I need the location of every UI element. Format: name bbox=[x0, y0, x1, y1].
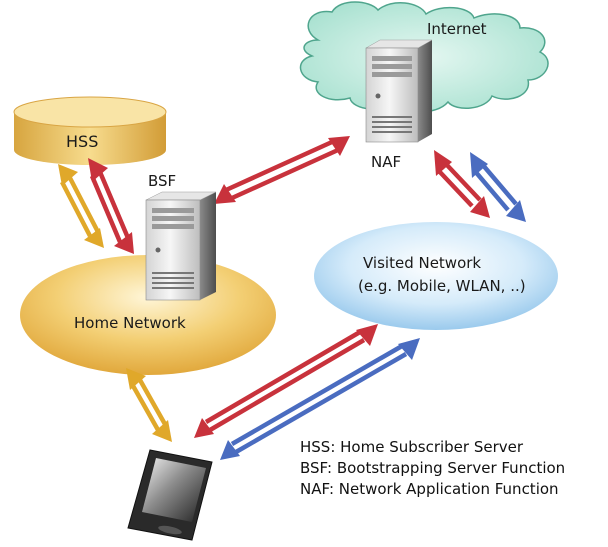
head-hss-red-up bbox=[88, 158, 108, 182]
arrow-naf-visited-blue bbox=[472, 162, 518, 212]
naf-label: NAF bbox=[371, 153, 402, 171]
head-visited-blue-down bbox=[506, 200, 526, 222]
abbreviation-legend: HSS: Home Subscriber Server BSF: Bootstr… bbox=[300, 437, 565, 500]
home-network-label: Home Network bbox=[74, 314, 186, 332]
arrow-naf-visited-red bbox=[436, 162, 482, 208]
hss-database-icon bbox=[13, 96, 167, 165]
arrow-hss-home-gold bbox=[60, 176, 100, 238]
internet-label: Internet bbox=[427, 20, 487, 38]
head-naf-red-right bbox=[328, 136, 350, 156]
bsf-server-icon bbox=[145, 191, 217, 301]
arrow-visited-phone-red bbox=[204, 330, 366, 432]
head-hss-red-down bbox=[114, 232, 134, 254]
arrow-hss-bsf-red bbox=[89, 171, 131, 243]
head-hss-gold-down bbox=[84, 228, 104, 248]
head-visited-red-down bbox=[470, 196, 490, 218]
head-phone-blue-left bbox=[220, 440, 240, 460]
visited-network-label: Visited Network bbox=[363, 254, 482, 272]
legend-item-hss: HSS: Home Subscriber Server bbox=[300, 438, 524, 456]
legend-item-naf: NAF: Network Application Function bbox=[300, 480, 559, 498]
arrows bbox=[60, 139, 518, 454]
head-phone-red-left bbox=[194, 418, 214, 438]
head-visited-blue-right bbox=[398, 338, 420, 360]
visited-network-example: (e.g. Mobile, WLAN, ..) bbox=[358, 277, 526, 295]
naf-server-icon bbox=[365, 39, 433, 143]
arrow-bsf-naf-red bbox=[225, 139, 339, 201]
head-hss-gold-up bbox=[58, 164, 78, 186]
arrow-heads bbox=[58, 136, 526, 460]
head-naf-blue-up bbox=[470, 152, 488, 178]
head-naf-red-up bbox=[434, 150, 452, 176]
head-visited-red-right bbox=[356, 324, 378, 346]
bsf-label: BSF bbox=[148, 172, 177, 190]
smartphone-icon bbox=[127, 449, 213, 541]
hss-label: HSS bbox=[66, 132, 99, 151]
head-home-gold-up bbox=[126, 368, 146, 390]
arrow-home-phone-gold bbox=[130, 378, 168, 432]
visited-network-area bbox=[314, 222, 558, 330]
legend-item-bsf: BSF: Bootstrapping Server Function bbox=[300, 459, 566, 477]
arrow-visited-phone-blue bbox=[230, 344, 408, 454]
head-phone-gold-down bbox=[152, 420, 172, 442]
head-bsf-red-left bbox=[214, 184, 236, 204]
